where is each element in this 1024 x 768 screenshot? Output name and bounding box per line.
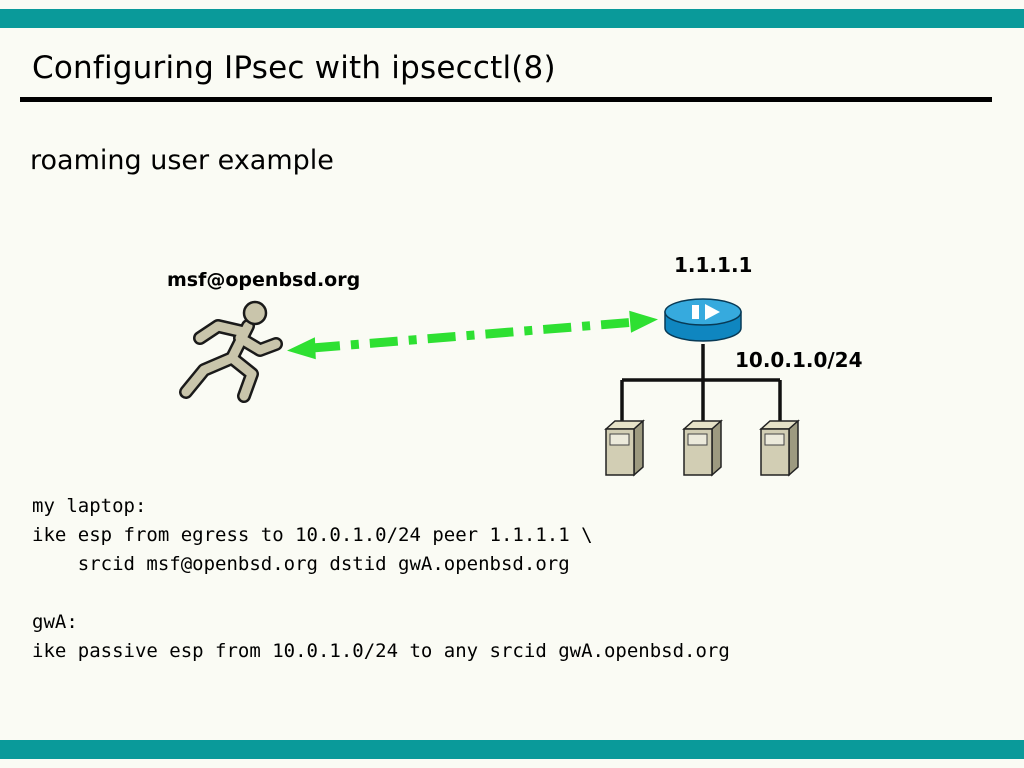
top-accent-bar — [0, 9, 1024, 28]
slide-subtitle: roaming user example — [30, 145, 334, 176]
running-person-icon — [179, 300, 283, 403]
slide-title: Configuring IPsec with ipsecctl(8) — [32, 50, 556, 86]
bottom-accent-bar — [0, 740, 1024, 759]
tunnel-arrow-icon — [287, 310, 658, 360]
title-underline — [20, 97, 992, 102]
server-icon — [760, 420, 799, 476]
router-ip-label: 1.1.1.1 — [674, 253, 753, 277]
server-icon — [683, 420, 722, 476]
laptop-config-code: my laptop: ike esp from egress to 10.0.1… — [32, 492, 593, 579]
user-identity-label: msf@openbsd.org — [167, 269, 361, 291]
network-label: 10.0.1.0/24 — [735, 348, 863, 372]
code-line: srcid msf@openbsd.org dstid gwA.openbsd.… — [32, 553, 570, 575]
code-line: my laptop: — [32, 495, 147, 517]
router-icon — [664, 298, 742, 342]
code-line: ike esp from egress to 10.0.1.0/24 peer … — [32, 524, 593, 546]
gateway-config-code: gwA: ike passive esp from 10.0.1.0/24 to… — [32, 608, 730, 666]
code-line: gwA: — [32, 611, 78, 633]
server-icon — [605, 420, 644, 476]
code-line: ike passive esp from 10.0.1.0/24 to any … — [32, 640, 730, 662]
lan-lines — [620, 344, 782, 422]
